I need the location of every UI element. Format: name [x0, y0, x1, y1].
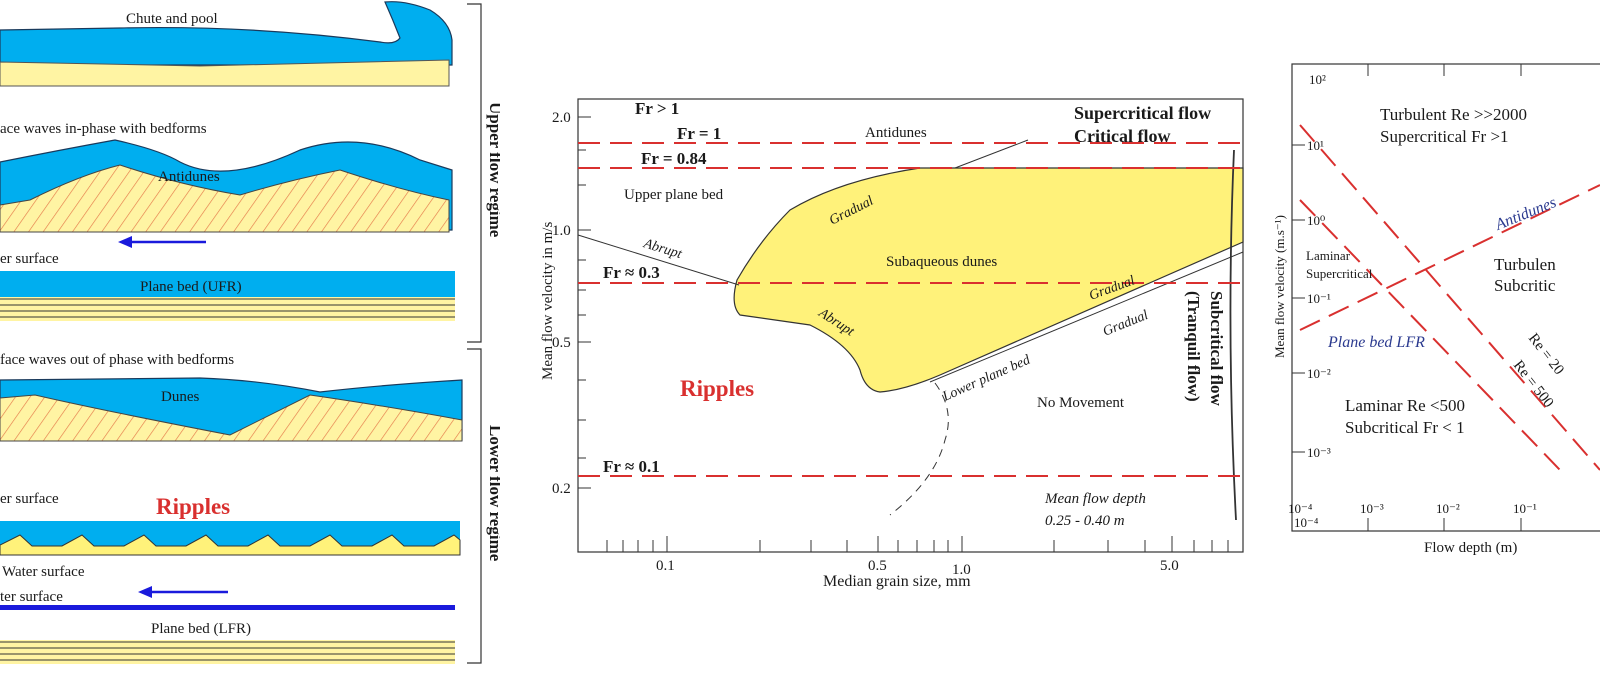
y-axis-label-right: Mean flow velocity (m.s⁻¹) [1272, 215, 1287, 358]
bedform-sketch-panel: Chute and pool ace waves in-phase with b… [0, 0, 505, 680]
water-surface-label-3: Water surface [2, 564, 85, 580]
y-axis-ticks-right [1292, 64, 1522, 531]
x-tick-1.0: 1.0 [952, 562, 971, 578]
lower-regime-bracket: Lower flow regime [467, 348, 505, 664]
froude-03-label: Fr ≈ 0.3 [603, 263, 660, 282]
boundary-lines [577, 139, 1244, 521]
turbulent-super-line2: Supercritical Fr >1 [1380, 127, 1509, 146]
y-tick-0.5: 0.5 [552, 335, 571, 351]
tranquil-label: (Tranquil flow) [1184, 291, 1203, 402]
turbulent-sub-line2: Subcritic [1494, 276, 1556, 295]
water-surface-label-4: ter surface [0, 589, 63, 605]
y-tick-1.0: 1.0 [552, 223, 571, 239]
laminar-sub-line2: Subcritical Fr < 1 [1345, 418, 1465, 437]
y-tick-right-1em3: 10⁻³ [1307, 445, 1331, 460]
froude-gt1-label: Fr > 1 [635, 99, 679, 118]
inphase-caption: ace waves in-phase with bedforms [0, 121, 207, 137]
y-axis-label: Mean flow velocity in m/s [540, 222, 556, 380]
supercritical-label: Supercritical flow [1074, 103, 1211, 123]
chute-and-pool-sketch: Chute and pool [0, 1, 453, 87]
y-tick-right-1em2: 10⁻² [1307, 366, 1331, 381]
x-tick-right-1em1: 10⁻¹ [1513, 501, 1537, 516]
x-axis-label: Median grain size, mm [823, 573, 971, 590]
y-tick-right-1em4: 10⁻⁴ [1294, 515, 1319, 530]
lower-regime-label: Lower flow regime [486, 425, 500, 562]
froude-01-label: Fr ≈ 0.1 [603, 457, 660, 476]
x-tick-right-1em3: 10⁻³ [1360, 501, 1384, 516]
x-tick-right-1em2: 10⁻² [1436, 501, 1460, 516]
y-axis-ticks [578, 116, 591, 489]
plot-frame-right [1291, 63, 1600, 532]
turbulent-super-line1: Turbulent Re >>2000 [1380, 105, 1527, 124]
x-tick-0.1: 0.1 [656, 558, 675, 574]
velocity-depth-panel: 10² 10¹ 10⁰ 10⁻¹ 10⁻² 10⁻³ 10⁻⁴ 10⁻⁴ 10⁻… [1270, 0, 1600, 680]
ripples-region-label: Ripples [680, 376, 754, 401]
x-axis-ticks [606, 536, 1229, 552]
water-surface-ufr: er surface [0, 236, 206, 267]
y-tick-0.2: 0.2 [552, 481, 571, 497]
x-tick-5.0: 5.0 [1160, 558, 1179, 574]
bedform-sketch-svg: Chute and pool ace waves in-phase with b… [0, 1, 505, 664]
right-dashed-lines [1299, 124, 1600, 471]
depth-label: Mean flow depth [1044, 491, 1146, 507]
y-tick-right-1em1: 10⁻¹ [1307, 291, 1331, 306]
x-tick-right-1em4: 10⁻⁴ [1288, 501, 1313, 516]
laminar-super-line1: Laminar [1306, 248, 1351, 263]
subcritical-label: Subcritical flow [1207, 291, 1226, 406]
water-surface-label-1: er surface [0, 251, 59, 267]
froude-eq1-label: Fr = 1 [677, 124, 721, 143]
x-axis-label-right: Flow depth (m) [1424, 540, 1517, 556]
phase-diagram-svg: 2.0 1.0 0.5 0.2 Mean flow velocity in m/… [540, 98, 1244, 590]
froude-084-label: Fr = 0.84 [641, 149, 707, 168]
bedform-phase-diagram: 2.0 1.0 0.5 0.2 Mean flow velocity in m/… [530, 0, 1270, 680]
upper-regime-label: Upper flow regime [486, 102, 500, 238]
plane-bed-lfr-right-label: Plane bed LFR [1327, 334, 1425, 351]
subaqueous-dunes-region [733, 167, 1244, 393]
antidunes-label: Antidunes [158, 169, 220, 185]
ripples-sketch: er surface Ripples [0, 491, 461, 556]
plane-bed-ufr-label: Plane bed (UFR) [140, 279, 242, 295]
y-tick-right-1e0: 10⁰ [1307, 213, 1325, 228]
depth-range-label: 0.25 - 0.40 m [1045, 513, 1125, 529]
froude-lines [578, 142, 1243, 477]
critical-label: Critical flow [1074, 126, 1170, 146]
y-tick-right-1e1: 10¹ [1307, 138, 1324, 153]
arrow-left-icon [138, 586, 152, 598]
antidunes-sketch: Antidunes [0, 139, 453, 233]
chute-and-pool-label: Chute and pool [126, 11, 218, 27]
dunes-label: Dunes [161, 389, 199, 405]
no-movement-label: No Movement [1037, 395, 1125, 411]
y-tick-right-1e2: 10² [1309, 72, 1326, 87]
water-surface-label-2: er surface [0, 491, 59, 507]
antidunes-region-label: Antidunes [865, 125, 927, 141]
y-tick-2.0: 2.0 [552, 110, 571, 126]
x-tick-0.5: 0.5 [868, 558, 887, 574]
laminar-super-line2: Supercritical [1306, 266, 1373, 281]
velocity-depth-svg: 10² 10¹ 10⁰ 10⁻¹ 10⁻² 10⁻³ 10⁻⁴ 10⁻⁴ 10⁻… [1272, 63, 1600, 556]
subaqueous-dunes-label: Subaqueous dunes [886, 254, 997, 270]
plane-bed-lfr-label: Plane bed (LFR) [151, 621, 251, 637]
dunes-sketch: Dunes [0, 377, 463, 442]
arrow-left-icon [118, 236, 132, 248]
plane-bed-lfr-sketch: Water surface ter surface Plane bed (LFR… [0, 564, 455, 664]
plane-bed-ufr-sketch: Plane bed (UFR) [0, 271, 455, 321]
outphase-caption: face waves out of phase with bedforms [0, 352, 234, 368]
ripples-label: Ripples [156, 494, 230, 519]
upper-regime-bracket: Upper flow regime [467, 3, 505, 343]
turbulent-sub-line1: Turbulen [1494, 255, 1556, 274]
laminar-sub-line1: Laminar Re <500 [1345, 396, 1465, 415]
upper-plane-bed-label: Upper plane bed [624, 187, 724, 203]
